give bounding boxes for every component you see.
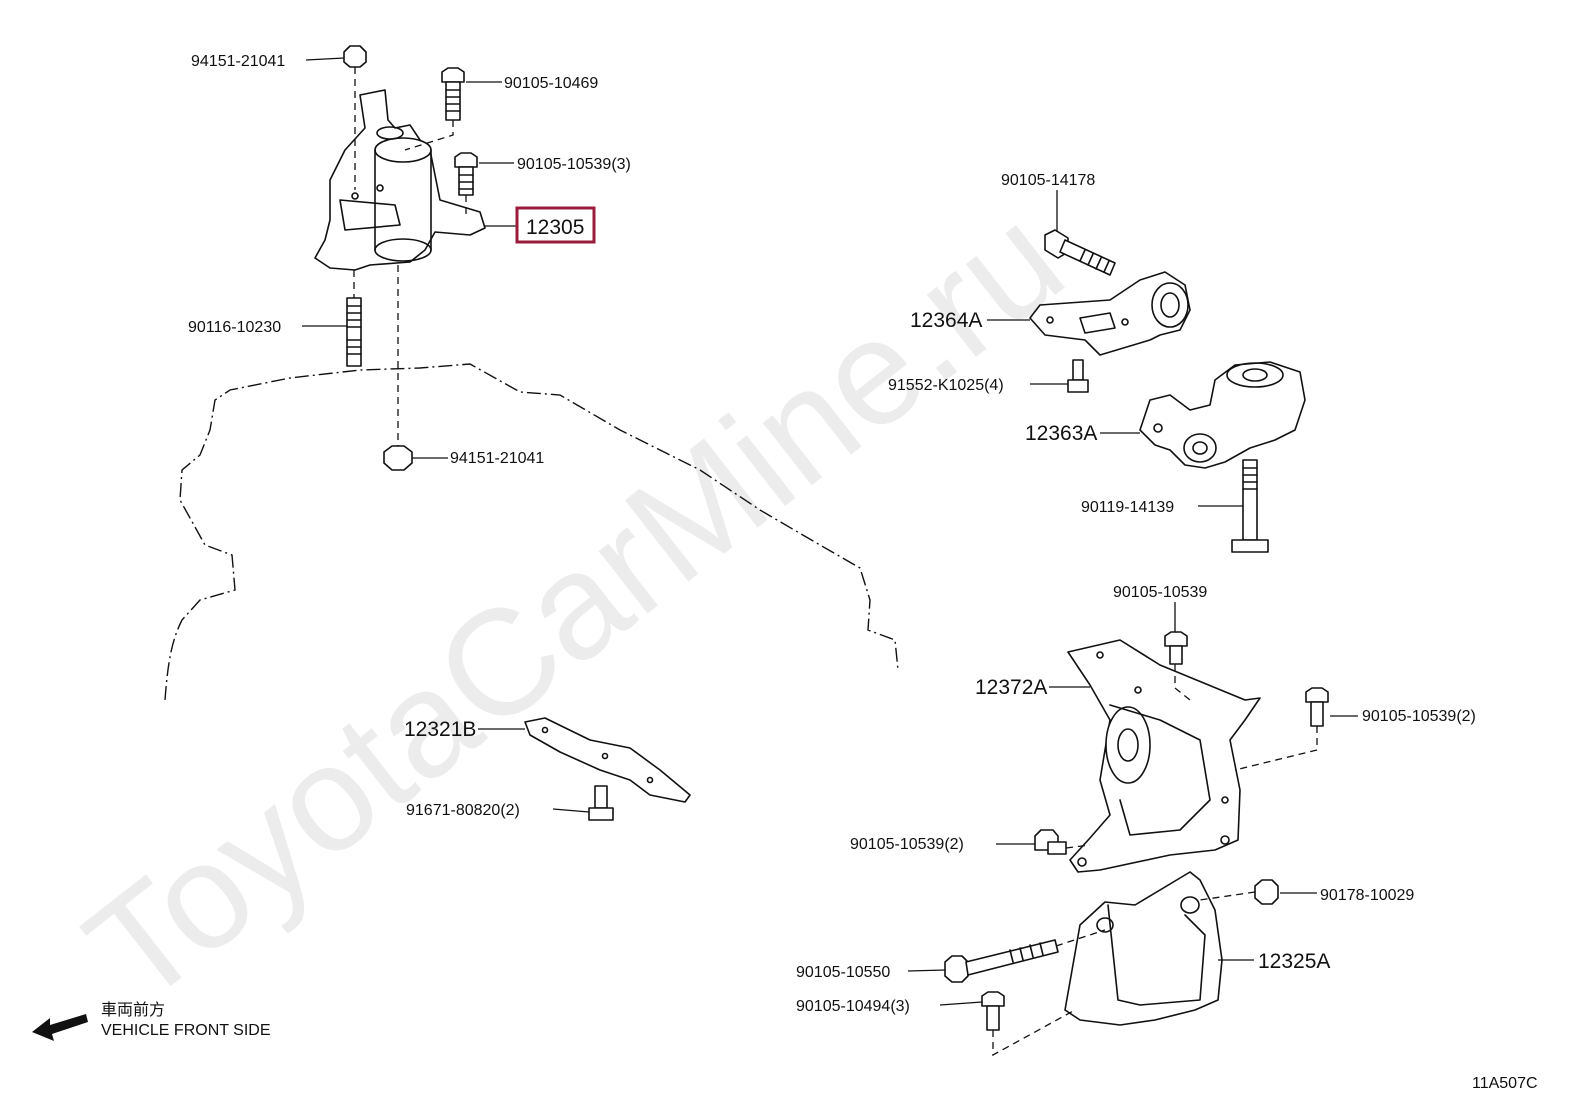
label-90119-14139[interactable]: 90119-14139 — [1081, 499, 1174, 516]
bracket-12372A[interactable] — [1067, 639, 1261, 873]
label-90105-10539-2-left[interactable]: 90105-10539(2) — [850, 836, 964, 853]
bolt-90105-10469[interactable] — [441, 67, 465, 121]
bolt-90105-10539-2-left[interactable] — [1034, 829, 1067, 855]
mount-12363A[interactable] — [1139, 361, 1306, 469]
label-90105-10539-2-right[interactable]: 90105-10539(2) — [1362, 708, 1476, 725]
label-94151-21041-bottom[interactable]: 94151-21041 — [450, 450, 544, 467]
front-label-jp: 車両前方 — [101, 1001, 165, 1019]
nut-94151-bottom[interactable] — [383, 445, 413, 471]
bolt-90105-10539-2-right[interactable] — [1305, 687, 1329, 727]
label-12372A[interactable]: 12372A — [975, 676, 1047, 699]
highlight-12305 — [515, 206, 596, 244]
label-12364A[interactable]: 12364A — [910, 309, 982, 332]
watermark: ToyotaCarMine.ru — [56, 174, 1092, 1035]
label-90105-10469[interactable]: 90105-10469 — [504, 75, 598, 92]
bracket-12321B[interactable] — [524, 717, 691, 803]
bolt-91671-80820-2[interactable] — [588, 785, 614, 821]
label-12363A[interactable]: 12363A — [1025, 422, 1097, 445]
bolt-91552-K1025-4[interactable] — [1067, 359, 1089, 393]
bolt-90105-10494-3[interactable] — [981, 991, 1005, 1031]
front-label-en: VEHICLE FRONT SIDE — [101, 1022, 271, 1039]
nut-94151-top[interactable] — [343, 45, 367, 68]
vehicle-front-arrow-icon — [32, 1014, 88, 1041]
label-12305[interactable]: 12305 — [526, 216, 584, 239]
bolt-90119-14139[interactable] — [1231, 459, 1269, 553]
label-12321B[interactable]: 12321B — [404, 718, 476, 741]
label-90105-10539[interactable]: 90105-10539 — [1113, 584, 1207, 601]
bolt-90105-10550[interactable] — [944, 939, 1059, 983]
diagram-code: 11A507C — [1472, 1075, 1538, 1092]
label-90116-10230[interactable]: 90116-10230 — [188, 319, 281, 336]
stud-90116-10230[interactable] — [346, 297, 362, 367]
label-12325A[interactable]: 12325A — [1258, 950, 1330, 973]
bolt-90105-10539-3[interactable] — [454, 152, 478, 196]
label-90105-14178[interactable]: 90105-14178 — [1001, 172, 1095, 189]
label-90105-10550[interactable]: 90105-10550 — [796, 964, 890, 981]
label-91671-80820-2[interactable]: 91671-80820(2) — [406, 802, 520, 819]
engine-mount-12305[interactable] — [314, 89, 486, 271]
label-90105-10539-3[interactable]: 90105-10539(3) — [517, 156, 631, 173]
bolt-90105-14178[interactable] — [1044, 229, 1116, 276]
bolt-90105-10539[interactable] — [1164, 631, 1188, 665]
nut-90178-10029[interactable] — [1254, 879, 1279, 905]
label-91552-K1025-4[interactable]: 91552-K1025(4) — [888, 377, 1004, 394]
bracket-12325A[interactable] — [1064, 871, 1223, 1026]
label-90178-10029[interactable]: 90178-10029 — [1320, 887, 1414, 904]
label-94151-21041-top[interactable]: 94151-21041 — [191, 53, 285, 70]
label-90105-10494-3[interactable]: 90105-10494(3) — [796, 998, 910, 1015]
bracket-12364A[interactable] — [1029, 271, 1191, 356]
engine-outline — [164, 363, 899, 701]
